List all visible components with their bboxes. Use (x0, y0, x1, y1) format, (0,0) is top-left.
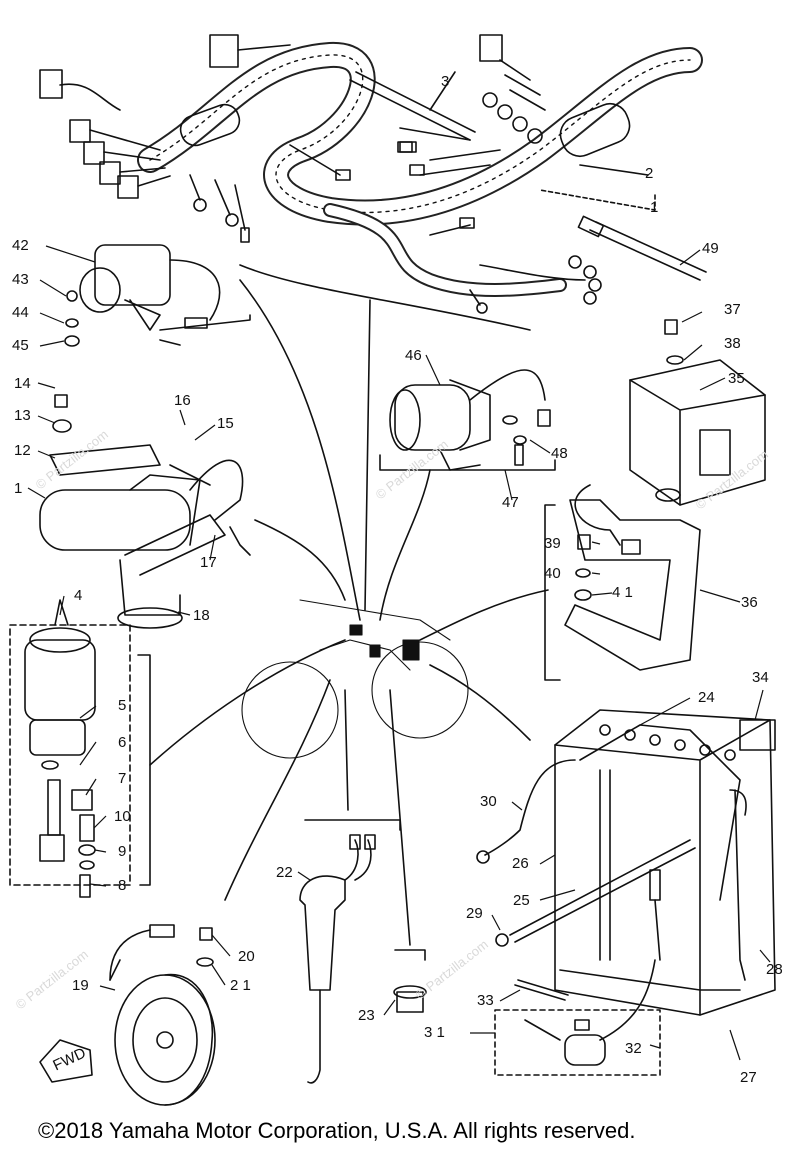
fwd-arrow (39, 1039, 93, 1083)
regulator-35 (629, 319, 766, 506)
callout-40: 40 (544, 565, 561, 582)
callout-27: 27 (740, 1069, 757, 1086)
callouts: 1 2 3 4 5 6 7 8 9 10 1 12 13 14 15 16 17… (12, 73, 783, 1086)
starter-motor-1 (39, 394, 244, 551)
callout-17: 17 (200, 554, 217, 571)
ignition-switch-4 (9, 599, 131, 898)
callout-23: 23 (358, 1007, 375, 1024)
fwd-label: FWD (50, 1044, 88, 1074)
callout-48: 48 (551, 445, 568, 462)
callout-19: 19 (72, 977, 89, 994)
callout-31: 3 1 (424, 1024, 445, 1041)
callout-41: 4 1 (612, 584, 633, 601)
callout-24: 24 (698, 689, 715, 706)
callout-36: 36 (741, 594, 758, 611)
callout-15: 15 (217, 415, 234, 432)
callout-22: 22 (276, 864, 293, 881)
callout-1b: 1 (14, 480, 22, 497)
callout-33: 33 (477, 992, 494, 1009)
callout-20: 20 (238, 948, 255, 965)
callout-26: 26 (512, 855, 529, 872)
callout-13: 13 (14, 407, 31, 424)
copyright-text: ©2018 Yamaha Motor Corporation, U.S.A. A… (38, 1118, 635, 1143)
callout-30: 30 (480, 793, 497, 810)
callout-42: 42 (12, 237, 29, 254)
bracket-36 (564, 484, 701, 671)
callout-32: 32 (625, 1040, 642, 1057)
callout-45: 45 (12, 337, 29, 354)
callout-28: 28 (766, 961, 783, 978)
callout-34: 34 (752, 669, 769, 686)
spark-plug-23 (393, 949, 427, 1013)
callout-12: 12 (14, 442, 31, 459)
horn-19 (109, 924, 216, 1106)
callout-5: 5 (118, 697, 126, 714)
battery-24 (554, 709, 776, 1016)
callout-10: 10 (114, 808, 131, 825)
cable-strap-49 (577, 215, 707, 281)
relay-42 (79, 244, 251, 346)
callout-46: 46 (405, 347, 422, 364)
plug-cap-18 (117, 514, 226, 629)
callout-29: 29 (466, 905, 483, 922)
callout-2: 2 (645, 165, 653, 182)
callout-7: 7 (118, 770, 126, 787)
callout-3: 3 (441, 73, 449, 90)
callout-21: 2 1 (230, 977, 251, 994)
callout-25: 25 (513, 892, 530, 909)
callout-49: 49 (702, 240, 719, 257)
wire-harness (39, 34, 703, 314)
ignition-coil-22 (299, 819, 401, 1084)
callout-35: 35 (728, 370, 745, 387)
callout-39: 39 (544, 535, 561, 552)
callout-14: 14 (14, 375, 31, 392)
relay-46 (389, 369, 551, 471)
callout-38: 38 (724, 335, 741, 352)
callout-16: 16 (174, 392, 191, 409)
watermark: © Partzilla.com (33, 427, 111, 493)
callout-8: 8 (118, 877, 126, 894)
callout-9: 9 (118, 843, 126, 860)
watermark: © Partzilla.com (693, 447, 771, 513)
callout-4: 4 (74, 587, 82, 604)
motorcycle-outline (241, 599, 469, 759)
callout-37: 37 (724, 301, 741, 318)
callout-leaders (27, 245, 771, 1061)
callout-47: 47 (502, 494, 519, 511)
callout-1: 1 (650, 199, 658, 216)
callout-44: 44 (12, 304, 29, 321)
callout-43: 43 (12, 271, 29, 288)
fuse-holder-31 (494, 959, 661, 1076)
callout-6: 6 (118, 734, 126, 751)
callout-18: 18 (193, 607, 210, 624)
